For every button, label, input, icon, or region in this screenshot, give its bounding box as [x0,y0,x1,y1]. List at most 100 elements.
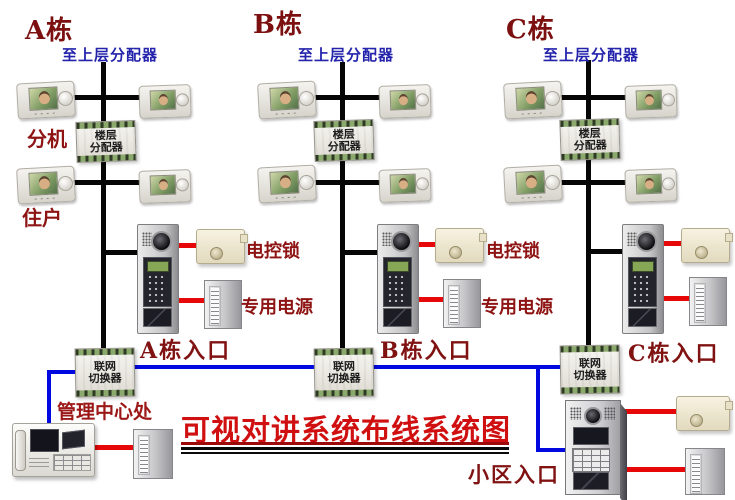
entrance-label-a: A栋入口 [140,338,232,364]
card-reader [573,472,609,490]
floor-distributor: 楼层分配器 [75,119,137,164]
wire-doorstub-b [340,250,380,255]
indoor-monitor [624,168,678,203]
panel-inset [628,257,657,307]
monitor-screen [389,89,417,111]
door-station [137,224,179,334]
keypad [632,274,652,302]
indoor-monitor [138,169,192,204]
caller-face [279,90,292,105]
terminal-strip [561,386,620,394]
panel-inset [383,257,412,307]
indoor-monitor [257,80,317,120]
lock-tab [725,401,733,410]
switcher-label-line1: 联网 [332,359,355,373]
network-switcher: 联网切换器 [74,347,136,398]
distributor-label-line2: 分配器 [89,139,123,155]
speaker-grille [570,407,581,420]
diagram-title: 可视对讲系统布线系统图 [181,413,512,447]
electric-lock-label-a: 电控锁 [246,241,300,262]
monitor-speaker-knob [57,90,74,107]
distributor-label-line2: 分配器 [573,137,607,153]
lock-tab [240,234,248,243]
terminal-strip [315,152,374,162]
keypad [147,274,167,302]
network-switcher: 联网切换器 [313,347,375,398]
wire-bus-mgmt-drop [47,370,51,425]
monitor-screen [149,174,177,196]
monitor-speaker-knob [175,93,190,107]
caller-face [525,174,538,189]
monitor-screen [269,86,300,111]
electric-lock [196,229,248,264]
power-label-strip [448,285,460,325]
wire-row2-a [50,180,165,185]
power-supply-label-b: 专用电源 [481,297,553,318]
network-switcher-label: 联网切换器 [75,354,135,391]
terminal-strip [77,153,136,163]
indoor-monitor [624,84,678,119]
floor-distributor: 楼层分配器 [559,117,621,162]
camera-lens [391,231,412,252]
monitor-buttons [519,111,544,116]
title-underline-red [181,442,509,445]
electric-lock [676,396,733,431]
console-display [62,429,85,450]
camera-lens [636,231,657,252]
monitor-screen [515,86,546,111]
console-screen [30,429,59,452]
indoor-monitor [503,80,563,120]
riser-label-b: 至上层分配器 [298,46,395,64]
dedicated-power-supply [685,448,725,495]
switcher-label-line1: 联网 [578,356,601,370]
wire-bus-ab [130,365,317,369]
monitor-buttons [273,195,298,200]
monitor-speaker-knob [57,175,74,192]
community-entrance-label: 小区入口 [468,462,560,487]
wire-row1-a [50,95,165,100]
resident-label: 住户 [22,206,62,230]
monitor-speaker-knob [415,177,430,191]
lock-cylinder [210,247,223,260]
keypad [387,274,407,302]
electric-lock [681,228,733,263]
extension-label: 分机 [27,127,67,151]
switcher-label-line2: 切换器 [88,371,122,385]
wire-row2-b [290,180,405,185]
indoor-monitor [16,165,76,205]
dedicated-power-supply [689,277,727,326]
lock-cylinder [690,414,703,427]
dedicated-power-supply [133,429,173,479]
speaker-grille [142,232,152,246]
electric-lock [435,228,487,263]
lock-tab [479,233,487,242]
monitor-screen [515,170,546,195]
community-door-station [565,400,621,495]
monitor-speaker-knob [544,174,561,191]
wire-power-community [616,467,689,472]
monitor-buttons [32,111,57,116]
monitor-speaker-knob [298,90,315,107]
monitor-speaker-knob [415,93,430,107]
wire-bus-bc [370,365,564,369]
wire-riser-b [340,62,345,348]
wire-lock-b [414,242,442,247]
wire-power-c [659,296,695,301]
lcd-display [632,261,654,272]
riser-label-c: 至上层分配器 [543,46,640,64]
caller-face [644,177,655,190]
caller-face [158,178,169,191]
entrance-label-b: B栋入口 [380,338,473,364]
monitor-buttons [32,196,57,201]
power-supply-label-a: 专用电源 [241,297,313,318]
title-underline-black1 [181,447,509,450]
power-label-strip [690,454,702,494]
caller-face [38,175,51,190]
camera-lens [584,407,602,425]
lcd-display [387,261,409,272]
keypad [572,448,610,472]
wire-row1-c [536,95,651,100]
electric-lock-label-b: 电控锁 [486,241,540,262]
entrance-label-c: C栋入口 [628,341,720,367]
door-station [622,224,664,334]
